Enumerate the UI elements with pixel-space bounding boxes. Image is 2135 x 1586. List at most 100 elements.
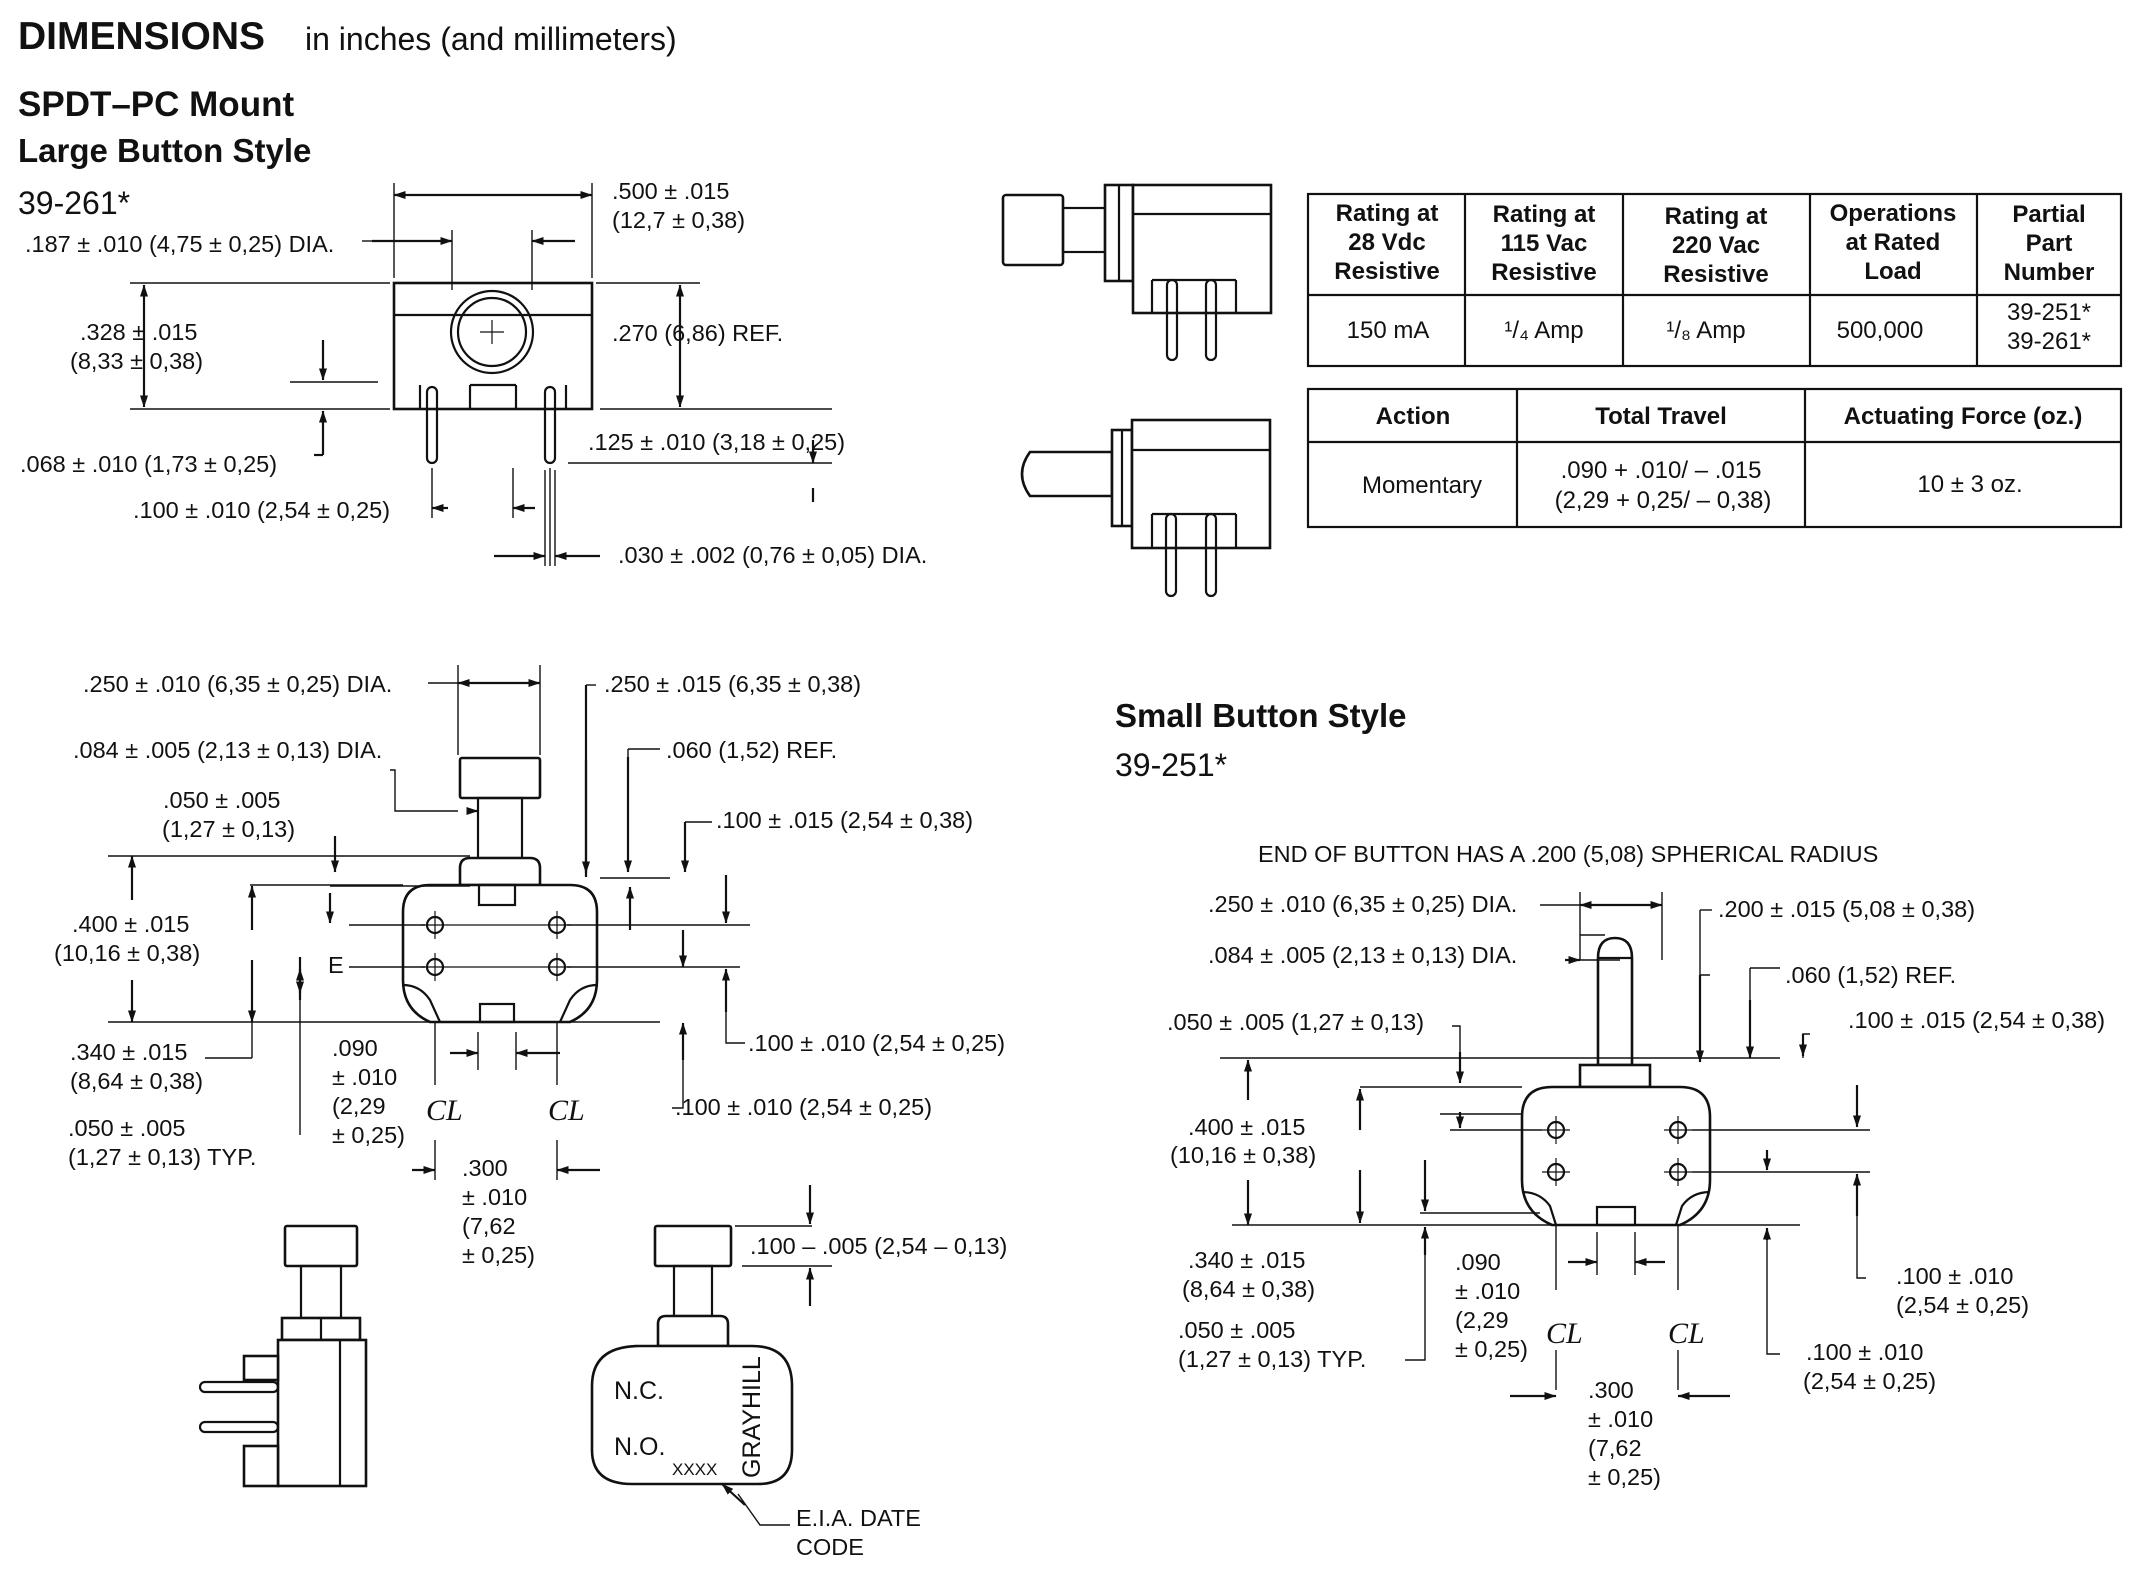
centerline-symbol: CL <box>426 1094 463 1127</box>
ratings-table: Rating at 28 Vdc Resistive Rating at 115… <box>1306 192 2123 368</box>
button-circle <box>449 289 535 375</box>
units-subtitle: in inches (and millimeters) <box>305 21 677 57</box>
svg-text:(1,27 ± 0,13) TYP.: (1,27 ± 0,13) TYP. <box>68 1144 256 1170</box>
svg-text:± 0,25): ± 0,25) <box>1588 1464 1661 1490</box>
large-front-view <box>349 756 750 1180</box>
small-dimensions: END OF BUTTON HAS A .200 (5,08) SPHERICA… <box>1167 841 2105 1490</box>
th-28vdc: Rating at <box>1336 200 1439 227</box>
svg-text:at Rated: at Rated <box>1846 229 1941 256</box>
svg-text:28 Vdc: 28 Vdc <box>1348 229 1425 256</box>
large-front-dimensions: .250 ± .010 (6,35 ± 0,25) DIA. .250 ± .0… <box>54 671 1005 1268</box>
dim-plunger-height: .200 ± .015 (5,08 ± 0,38) <box>1718 896 1975 922</box>
centerline-symbol: CL <box>548 1094 585 1127</box>
date-code: XXXX <box>672 1460 717 1479</box>
dim-top-offset: .100 ± .015 (2,54 ± 0,38) <box>716 807 973 833</box>
td-operations: 500,000 <box>1837 317 1924 344</box>
dim-cap-height: .100 – .005 (2,54 – 0,13) <box>750 1233 1007 1259</box>
dim-slot: .090 <box>1455 1249 1501 1275</box>
th-operations: Operations <box>1830 200 1957 227</box>
dim-corner: .050 ± .005 <box>1178 1317 1295 1343</box>
dim-pin-dia: .030 ± .002 (0,76 ± 0,05) DIA. <box>618 542 927 568</box>
svg-text:115 Vac: 115 Vac <box>1501 230 1588 257</box>
svg-text:± .010: ± .010 <box>1588 1406 1653 1432</box>
svg-text:CODE: CODE <box>796 1534 864 1560</box>
dim-width: .500 ± .015 <box>612 178 729 204</box>
pin <box>543 385 557 465</box>
dim-ref: .060 (1,52) REF. <box>1785 962 1956 988</box>
svg-text:Number: Number <box>2004 259 2095 286</box>
dim-body-height: .340 ± .015 <box>1188 1247 1305 1273</box>
dim-foot: .068 ± .010 (1,73 ± 0,25) <box>20 451 277 477</box>
svg-text:± 0,25): ± 0,25) <box>1455 1336 1528 1362</box>
small-part-number: 39-251* <box>1115 747 1227 783</box>
td-part-2: 39-261* <box>2007 328 2091 355</box>
svg-text:(8,64 ± 0,38): (8,64 ± 0,38) <box>1182 1276 1315 1302</box>
large-top-dimensions: .500 ± .015 (12,7 ± 0,38) .187 ± .010 (4… <box>20 178 927 568</box>
th-220vac: Rating at <box>1665 203 1768 230</box>
td-28vdc: 150 mA <box>1347 317 1430 344</box>
svg-text:± 0,25): ± 0,25) <box>332 1122 405 1148</box>
centerline-symbol: CL <box>1546 1317 1583 1350</box>
td-travel-mm: (2,29 + 0,25/ – 0,38) <box>1555 487 1772 514</box>
action-table: Action Total Travel Actuating Force (oz.… <box>1306 387 2123 529</box>
small-front-view <box>1450 936 1870 1390</box>
svg-text:Resistive: Resistive <box>1491 259 1596 286</box>
svg-text:(7,62: (7,62 <box>1588 1435 1642 1461</box>
spherical-radius-note: END OF BUTTON HAS A .200 (5,08) SPHERICA… <box>1258 841 1878 867</box>
small-dim-lines <box>1220 892 1866 1400</box>
svg-text:(7,62: (7,62 <box>462 1213 516 1239</box>
large-part-number: 39-261* <box>18 185 130 221</box>
page-title: DIMENSIONS <box>18 15 265 58</box>
dim-pin-offset: .100 ± .010 (2,54 ± 0,25) <box>133 497 390 523</box>
svg-text:(2,29: (2,29 <box>1455 1307 1509 1333</box>
svg-text:(1,27 ± 0,13) TYP.: (1,27 ± 0,13) TYP. <box>1178 1346 1366 1372</box>
svg-text:Resistive: Resistive <box>1334 258 1439 285</box>
dim-overall-height: .400 ± .015 <box>1188 1114 1305 1140</box>
dim-pin-spacing-h: .300 <box>462 1155 508 1181</box>
label-nc: N.C. <box>614 1377 664 1405</box>
td-part-1: 39-251* <box>2007 299 2091 326</box>
dim-collar: .050 ± .005 (1,27 ± 0,13) <box>1167 1009 1424 1035</box>
dim-height: .328 ± .015 <box>80 319 197 345</box>
svg-text:(10,16 ± 0,38): (10,16 ± 0,38) <box>54 940 200 966</box>
svg-text:(8,64 ± 0,38): (8,64 ± 0,38) <box>70 1068 203 1094</box>
centerline-symbol: CL <box>1668 1317 1705 1350</box>
ratings-header-row: Rating at 28 Vdc Resistive Rating at 115… <box>1334 200 2094 288</box>
large-side-view <box>1001 183 1273 362</box>
th-part: Partial <box>2012 201 2085 228</box>
brand-mark: GRAYHILL <box>738 1356 766 1478</box>
svg-text:(2,54 ± 0,25): (2,54 ± 0,25) <box>1896 1292 2029 1318</box>
svg-text:220 Vac: 220 Vac <box>1672 232 1760 259</box>
dim-cap-height: .250 ± .015 (6,35 ± 0,38) <box>604 671 861 697</box>
large-bottom-side-view <box>198 1224 368 1488</box>
eia-label: E.I.A. DATE <box>796 1505 921 1531</box>
dim-collar: .050 ± .005 <box>163 787 280 813</box>
th-action: Action <box>1376 403 1451 430</box>
dim-overall-height: .400 ± .015 <box>72 911 189 937</box>
svg-text:(2,54 ± 0,25): (2,54 ± 0,25) <box>1803 1368 1936 1394</box>
svg-text:(1,27 ± 0,13): (1,27 ± 0,13) <box>162 816 295 842</box>
ratings-data-row: 150 mA ¹/₄ Amp ¹/₈ Amp 500,000 39-251* 3… <box>1347 299 2091 355</box>
label-no: N.O. <box>614 1433 665 1461</box>
small-side-view <box>1020 418 1272 598</box>
dim-height-mm: (8,33 ± 0,38) <box>70 348 203 374</box>
pin <box>425 385 439 465</box>
large-style-heading: Large Button Style <box>18 132 311 169</box>
dim-corner: .050 ± .005 <box>68 1115 185 1141</box>
svg-text:± 0,25): ± 0,25) <box>462 1242 535 1268</box>
large-front-dim-lines <box>108 665 745 1174</box>
dim-pin-spacing-v: .100 ± .010 <box>1896 1263 2013 1289</box>
large-marked-face-view: N.C. N.O. XXXX GRAYHILL .100 – .005 (2,5… <box>590 1185 1007 1560</box>
dim-pin-offset: .100 ± .010 (2,54 ± 0,25) <box>675 1094 932 1120</box>
svg-text:Resistive: Resistive <box>1663 261 1768 288</box>
svg-text:Load: Load <box>1864 258 1921 285</box>
dim-slot: .090 <box>332 1035 378 1061</box>
dim-body-width: .250 ± .010 (6,35 ± 0,25) DIA. <box>1208 891 1517 917</box>
td-220vac: ¹/₈ Amp <box>1666 317 1745 344</box>
dim-stem-dia: .084 ± .005 (2,13 ± 0,13) DIA. <box>73 737 382 763</box>
dim-pin-spacing-v: .100 ± .010 (2,54 ± 0,25) <box>748 1030 1005 1056</box>
dim-body-height: .340 ± .015 <box>70 1039 187 1065</box>
th-force: Actuating Force (oz.) <box>1844 403 2083 430</box>
button-plunger <box>1596 936 1634 1067</box>
